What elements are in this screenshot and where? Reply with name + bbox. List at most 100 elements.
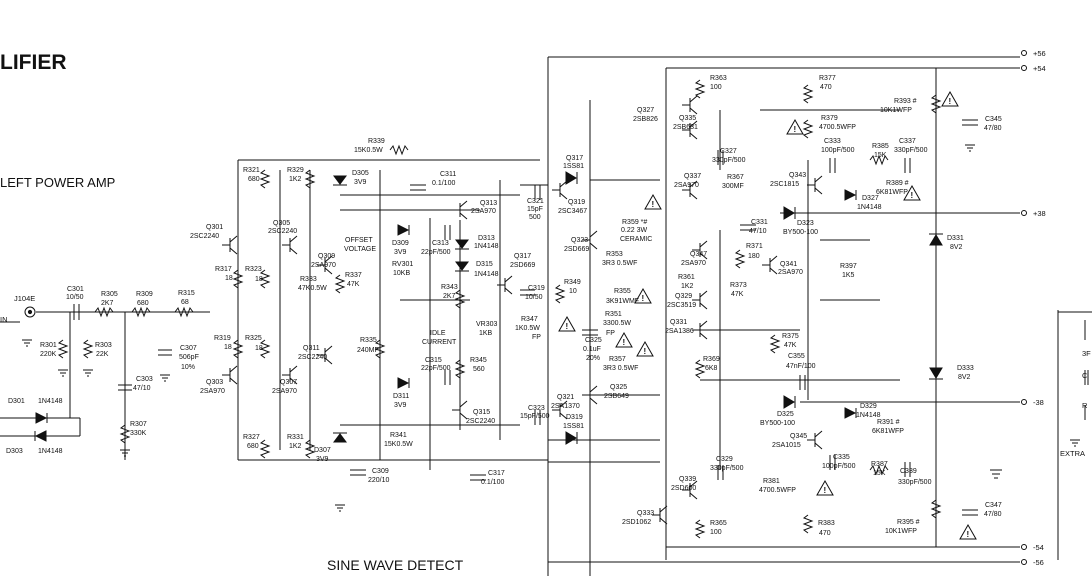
component-label: C315 <box>425 357 442 364</box>
component-label: 2SA970 <box>200 388 225 395</box>
component-label: 6K81WFP <box>876 189 908 196</box>
rail-terminal <box>1021 559 1027 565</box>
component-label: Q323 <box>571 237 588 244</box>
component-label: Q311 <box>303 345 320 352</box>
component-label: Q317 <box>566 155 583 162</box>
component-label: 2SD669 <box>564 246 589 253</box>
svg-text:!: ! <box>642 294 645 303</box>
component-label: 220/10 <box>368 477 390 484</box>
component-label: Q345 <box>790 433 807 440</box>
component-label: 22pF/500 <box>421 249 451 256</box>
component-label: 1N4148 <box>857 204 882 211</box>
transistor-icon <box>692 290 708 310</box>
component-label: BY500-100 <box>783 229 818 236</box>
component-label: 22pF/500 <box>421 365 451 372</box>
component-label: BY500-100 <box>760 420 795 427</box>
component-label: R345 <box>470 357 487 364</box>
component-label: 3V9 <box>394 402 407 409</box>
component-label: D311 <box>393 393 409 400</box>
component-label: 2SC3467 <box>558 208 587 215</box>
rail-terminal <box>1021 544 1027 550</box>
component-label: D331 <box>947 235 964 242</box>
component-label: R327 <box>243 434 260 441</box>
component-label: 3V9 <box>354 179 367 186</box>
component-label: 2SA970 <box>681 260 706 267</box>
component-label: R337 <box>345 272 362 279</box>
component-label: 0.1/100 <box>481 479 504 486</box>
component-label: 2SC2240 <box>298 354 327 361</box>
transistor-icon <box>682 180 698 200</box>
component-label: 22K <box>96 351 109 358</box>
component-label: Q343 <box>789 172 806 179</box>
component-label: 3V9 <box>394 249 407 256</box>
rail-label: -54 <box>1033 543 1044 552</box>
component-label: D315 <box>476 261 493 268</box>
svg-text:!: ! <box>794 125 797 134</box>
component-label: R373 <box>730 282 747 289</box>
component-label: R317 <box>215 266 232 273</box>
component-label: R381 <box>763 478 780 485</box>
component-label: D313 <box>478 235 495 242</box>
component-label: 47/80 <box>984 511 1002 518</box>
component-label: C319 <box>528 285 545 292</box>
component-label: OFFSET <box>345 237 373 244</box>
component-label: C339 <box>900 468 917 475</box>
component-label: 2SB631 <box>673 124 698 131</box>
component-label: R319 <box>214 335 231 342</box>
component-label: D303 <box>6 448 23 455</box>
component-label: 2SA970 <box>272 388 297 395</box>
warning-triangle-icon: ! <box>615 331 633 348</box>
component-label: 2SD1062 <box>622 519 651 526</box>
component-label: D319 <box>566 414 583 421</box>
component-label: 300MF <box>722 183 744 190</box>
component-label: 1K2 <box>289 176 302 183</box>
component-label: 8V2 <box>950 244 963 251</box>
transistor-icon <box>282 365 298 385</box>
component-label: D301 <box>8 398 25 405</box>
component-label: 1K0.5W <box>515 325 540 332</box>
input-connector-label: J104E <box>14 294 35 303</box>
component-label: 3R3 0.5WF <box>603 365 638 372</box>
component-label: C335 <box>833 454 850 461</box>
component-label: 2SC3519 <box>667 302 696 309</box>
component-label: 3R3 0.5WF <box>602 260 637 267</box>
component-label: C323 <box>528 405 545 412</box>
component-label: C337 <box>899 138 916 145</box>
transistor-icon <box>452 200 468 220</box>
transistor-icon <box>317 345 333 365</box>
component-label: Q347 <box>690 251 707 258</box>
component-label: 0.1uF <box>583 346 601 353</box>
component-label: 47nF/100 <box>786 363 816 370</box>
component-label: 240MF <box>357 347 379 354</box>
component-label: Q309 <box>318 253 335 260</box>
component-label: R359 *# <box>622 219 647 226</box>
component-label: 8V2 <box>958 374 971 381</box>
component-label: 15pF <box>527 206 543 213</box>
component-label: C327 <box>720 148 737 155</box>
component-label: 1K2 <box>289 443 302 450</box>
component-label: FP <box>532 334 541 341</box>
component-label: R367 <box>727 174 744 181</box>
transistor-icon <box>282 235 298 255</box>
component-label: 2SB826 <box>633 116 658 123</box>
component-label: 47/10 <box>749 228 767 235</box>
component-label: 680 <box>137 300 149 307</box>
component-label: Q305 <box>273 220 290 227</box>
rail-label: +56 <box>1033 49 1046 58</box>
sine-wave-detect-label: SINE WAVE DETECT <box>327 557 464 573</box>
component-label: 18 <box>225 275 233 282</box>
transistor-icon <box>317 255 333 275</box>
component-label: 3V9 <box>316 456 329 463</box>
component-label: VR303 <box>476 321 498 328</box>
component-label: 15K <box>874 152 887 159</box>
component-label: Q319 <box>568 199 585 206</box>
safety-warnings: !!!!!!!!!! <box>558 90 977 540</box>
svg-text:!: ! <box>623 338 626 347</box>
component-label: 10/50 <box>525 294 543 301</box>
rail-label: +54 <box>1033 64 1046 73</box>
component-label: Q325 <box>610 384 627 391</box>
component-label: 100pF/500 <box>822 463 856 470</box>
component-label: Q337 <box>684 173 701 180</box>
component-label: 0.22 3W <box>621 227 647 234</box>
transistor-icon <box>452 400 468 420</box>
